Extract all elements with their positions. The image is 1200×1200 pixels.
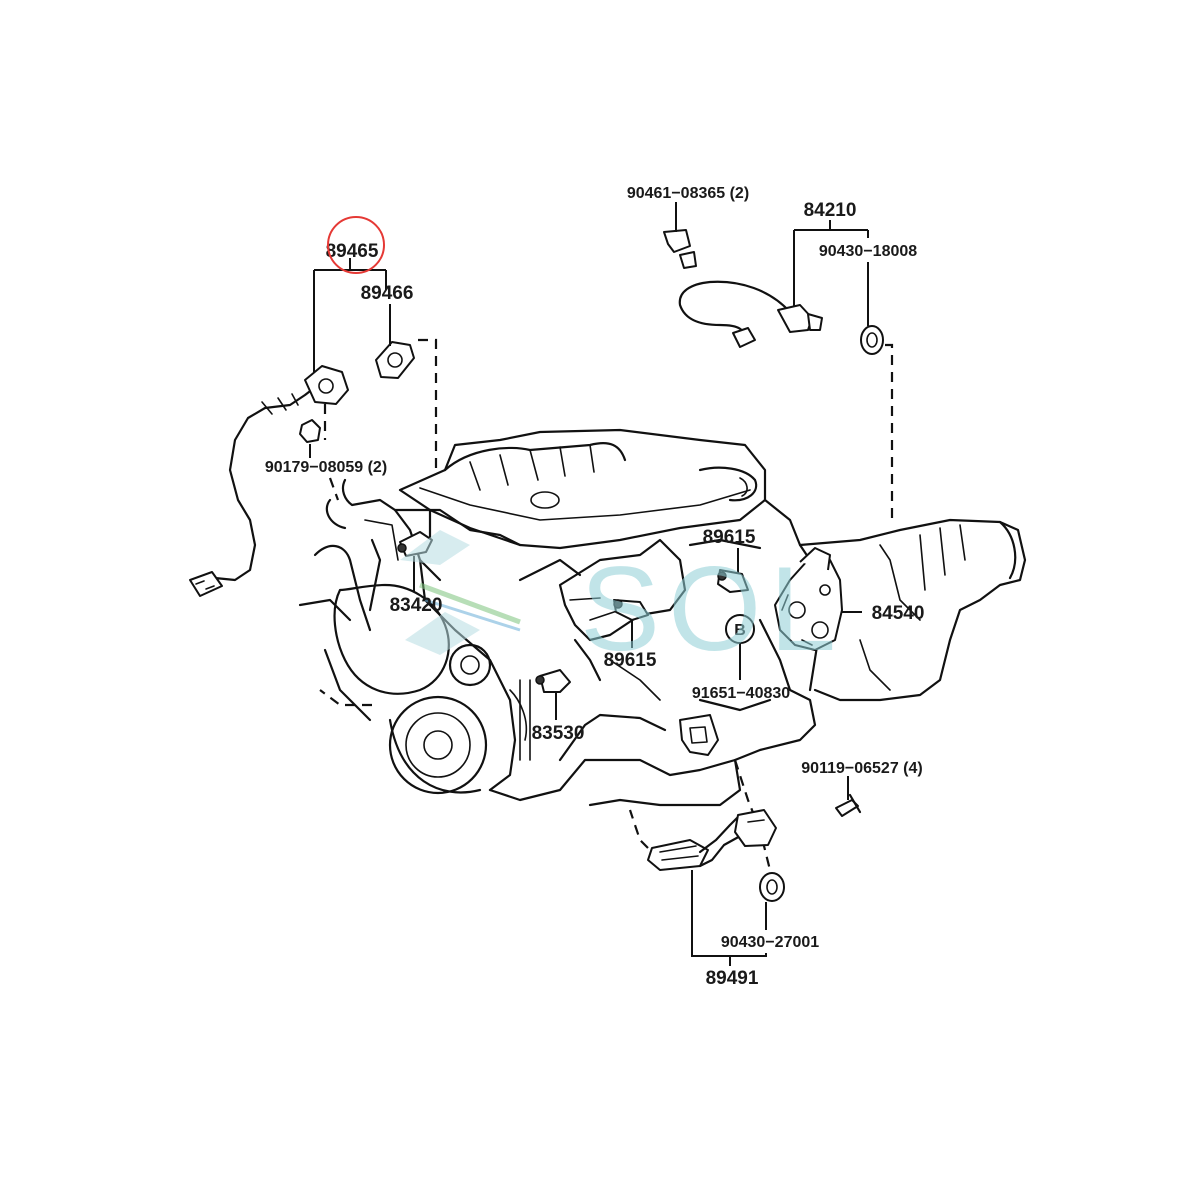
leader-lines (309, 202, 869, 966)
label-89466: 89466 (361, 283, 414, 304)
label-90179-08059: 90179−08059 (2) (265, 459, 387, 476)
watermark: SOL (400, 530, 844, 676)
label-89615-upper: 89615 (703, 527, 756, 548)
label-89615-lower: 89615 (604, 650, 657, 671)
label-84210: 84210 (804, 200, 857, 221)
part-84540-switch-assembly (774, 547, 843, 651)
watermark-text: SOL (580, 542, 844, 676)
part-89491-sensor-bracket (647, 809, 777, 871)
label-83420: 83420 (390, 595, 443, 616)
part-90430-18008-washer (860, 325, 884, 355)
label-90461-08365: 90461−08365 (2) (627, 185, 749, 202)
part-90179-nut (299, 419, 321, 443)
reference-b-letter: B (734, 622, 746, 639)
label-89491: 89491 (706, 968, 759, 989)
label-83530: 83530 (532, 723, 585, 744)
part-89465-sensor (189, 365, 349, 597)
part-90461-clamp (663, 229, 697, 269)
label-84540: 84540 (872, 603, 925, 624)
label-89465: 89465 (326, 241, 379, 262)
part-90430-27001-washer (759, 872, 785, 902)
label-91651-40830: 91651−40830 (692, 685, 790, 702)
engine-assembly (298, 428, 1027, 807)
part-84210-sensor (678, 280, 823, 348)
part-labels: 89465 89466 90179−08059 (2) 90461−08365 … (265, 185, 925, 989)
label-90430-27001: 90430−27001 (721, 934, 819, 951)
reference-circle-b (725, 614, 755, 644)
label-90430-18008: 90430−18008 (819, 243, 917, 260)
highlight-circle (327, 216, 385, 274)
part-89466-gasket (375, 341, 415, 379)
part-89615-lower-switch (613, 599, 649, 621)
label-90119-06527: 90119−06527 (4) (801, 760, 922, 777)
part-83530-sender (535, 669, 571, 693)
part-90119-bolt (835, 793, 862, 817)
